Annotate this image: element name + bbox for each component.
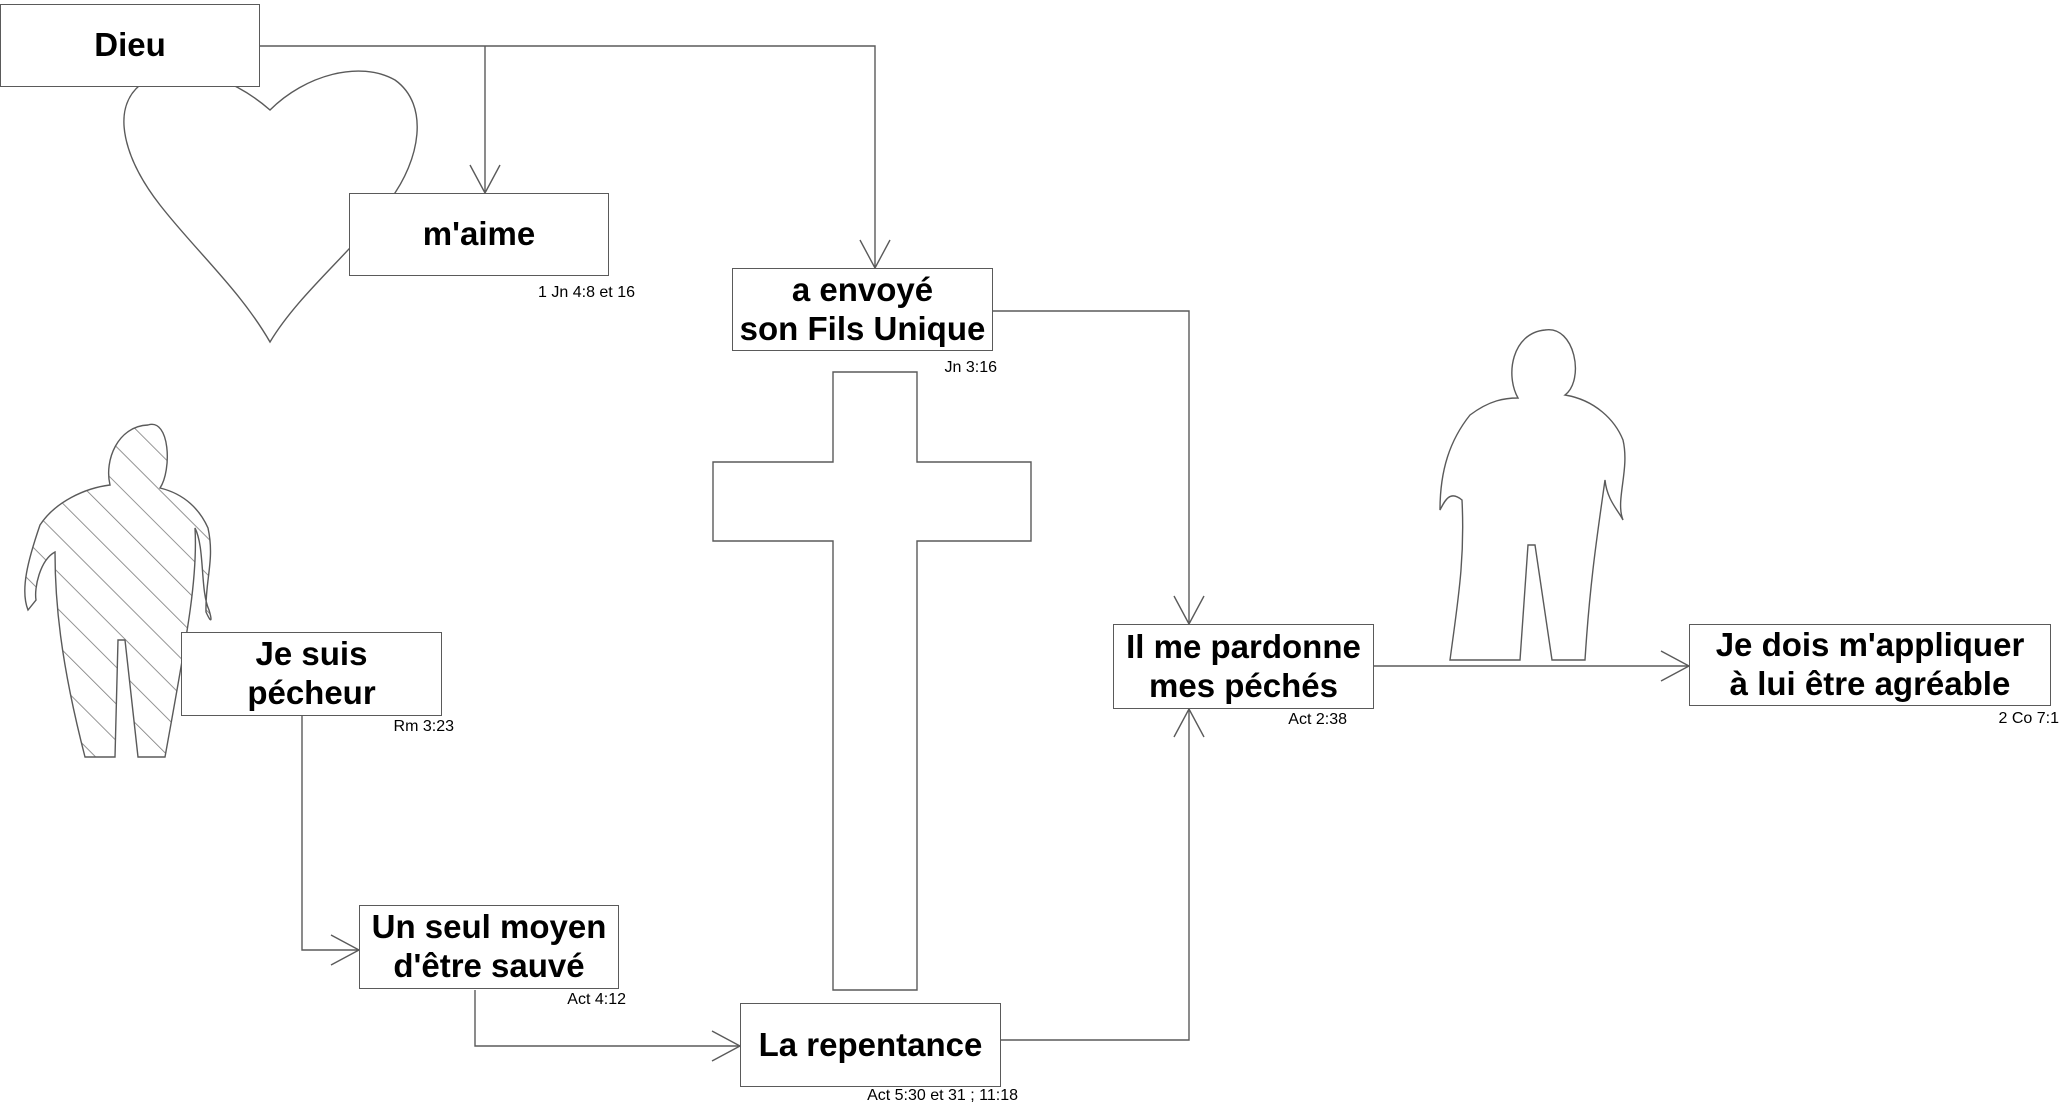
ref-agreable: 2 Co 7:1: [1998, 710, 2059, 727]
connectors: [260, 45, 1689, 1047]
node-envoye-label: a envoyé son Fils Unique: [739, 270, 986, 347]
node-dieu-label: Dieu: [94, 26, 166, 64]
connector-envoye-pardonne: [993, 310, 1190, 624]
connector-pecheur-moyen: [301, 716, 359, 951]
forgiven-figure-icon: [1439, 329, 1626, 661]
node-maime-label: m'aime: [422, 215, 536, 253]
cross-icon: [712, 371, 1032, 991]
node-pardonne: Il me pardonne mes péchés: [1113, 624, 1374, 709]
node-dieu: Dieu: [0, 4, 260, 87]
node-envoye: a envoyé son Fils Unique: [732, 268, 993, 351]
node-pardonne-label: Il me pardonne mes péchés: [1126, 627, 1361, 704]
node-pecheur: Je suis pécheur: [181, 632, 442, 716]
ref-repentance: Act 5:30 et 31 ; 11:18: [867, 1087, 1018, 1104]
connector-repentance-pardonne: [1001, 709, 1190, 1041]
sinner-figure-icon: [24, 423, 212, 758]
node-maime: m'aime: [349, 193, 609, 276]
connector-dieu-envoye: [260, 45, 876, 268]
arrow-up-pardonne: [1173, 707, 1205, 738]
ref-pardonne: Act 2:38: [1288, 711, 1347, 728]
node-moyen: Un seul moyen d'être sauvé: [359, 905, 619, 989]
ref-moyen: Act 4:12: [567, 991, 626, 1008]
node-repentance-label: La repentance: [758, 1025, 983, 1063]
ref-maime: 1 Jn 4:8 et 16: [538, 284, 635, 301]
ref-envoye: Jn 3:16: [944, 359, 997, 376]
node-repentance: La repentance: [740, 1003, 1001, 1087]
node-pecheur-label: Je suis pécheur: [247, 635, 376, 711]
connector-moyen-repentance: [474, 990, 740, 1047]
node-moyen-label: Un seul moyen d'être sauvé: [371, 908, 607, 984]
node-agreable: Je dois m'appliquer à lui être agréable: [1689, 624, 2051, 706]
node-agreable-label: Je dois m'appliquer à lui être agréable: [1715, 626, 2025, 702]
ref-pecheur: Rm 3:23: [393, 718, 454, 735]
